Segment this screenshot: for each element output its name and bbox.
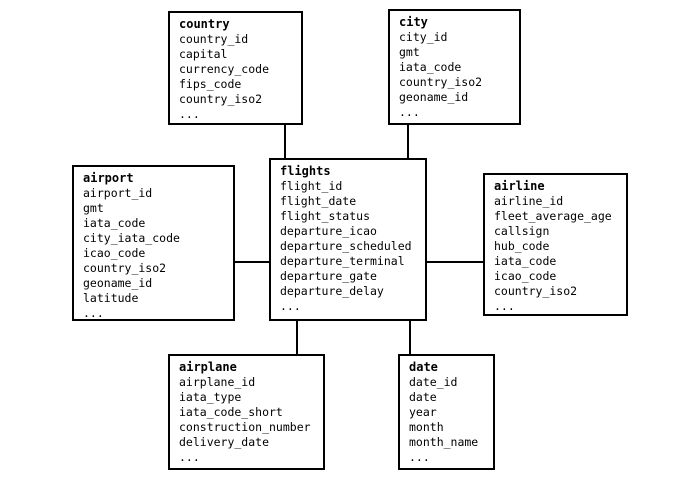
field-ellipsis: ...: [179, 450, 200, 464]
field-delivery-date: delivery_date: [179, 435, 270, 449]
field-callsign: callsign: [494, 224, 550, 238]
field-country-iso2: country_iso2: [83, 261, 167, 275]
field-departure-scheduled: departure_scheduled: [280, 239, 412, 253]
field-airline-id: airline_id: [494, 194, 564, 208]
field-flight-date: flight_date: [280, 194, 357, 208]
field-departure-icao: departure_icao: [280, 224, 377, 238]
field-departure-terminal: departure_terminal: [280, 254, 405, 268]
field-gmt: gmt: [83, 201, 104, 215]
field-country-iso2: country_iso2: [399, 75, 483, 89]
field-iata-code: iata_code: [83, 216, 146, 230]
field-iata-code: iata_code: [399, 60, 462, 74]
field-ellipsis: ...: [399, 105, 420, 119]
field-iata-code: iata_code: [494, 254, 557, 268]
entity-name: airline: [494, 179, 545, 193]
field-city-id: city_id: [399, 30, 448, 44]
field-fips-code: fips_code: [179, 77, 242, 91]
field-iata-code-short: iata_code_short: [179, 405, 283, 419]
field-city-iata-code: city_iata_code: [83, 231, 180, 245]
field-airplane-id: airplane_id: [179, 375, 256, 389]
field-month-name: month_name: [409, 435, 479, 449]
entity-name: city: [399, 15, 428, 29]
field-latitude: latitude: [83, 291, 139, 305]
field-geoname-id: geoname_id: [399, 90, 469, 104]
field-airport-id: airport_id: [83, 186, 153, 200]
field-year: year: [409, 405, 437, 419]
field-departure-delay: departure_delay: [280, 284, 384, 298]
entity-name: flights: [280, 164, 331, 178]
field-date-id: date_id: [409, 375, 458, 389]
field-construction-number: construction_number: [179, 420, 311, 434]
field-hub-code: hub_code: [494, 239, 550, 253]
field-flight-id: flight_id: [280, 179, 343, 193]
field-ellipsis: ...: [179, 107, 200, 121]
field-country-id: country_id: [179, 32, 249, 46]
entity-name: date: [409, 360, 438, 374]
field-capital: capital: [179, 47, 228, 61]
field-currency-code: currency_code: [179, 62, 270, 76]
entity-name: country: [179, 17, 230, 31]
field-ellipsis: ...: [280, 299, 301, 313]
field-gmt: gmt: [399, 45, 420, 59]
field-icao-code: icao_code: [83, 246, 146, 260]
field-departure-gate: departure_gate: [280, 269, 377, 283]
entity-name: airplane: [179, 360, 237, 374]
entity-name: airport: [83, 171, 134, 185]
field-date: date: [409, 390, 437, 404]
field-ellipsis: ...: [83, 306, 104, 320]
field-icao-code: icao_code: [494, 269, 557, 283]
field-fleet-average-age: fleet_average_age: [494, 209, 612, 223]
field-ellipsis: ...: [409, 450, 430, 464]
field-iata-type: iata_type: [179, 390, 242, 404]
field-country-iso2: country_iso2: [494, 284, 578, 298]
field-country-iso2: country_iso2: [179, 92, 263, 106]
field-flight-status: flight_status: [280, 209, 371, 223]
field-geoname-id: geoname_id: [83, 276, 153, 290]
field-ellipsis: ...: [494, 299, 515, 313]
field-month: month: [409, 420, 444, 434]
